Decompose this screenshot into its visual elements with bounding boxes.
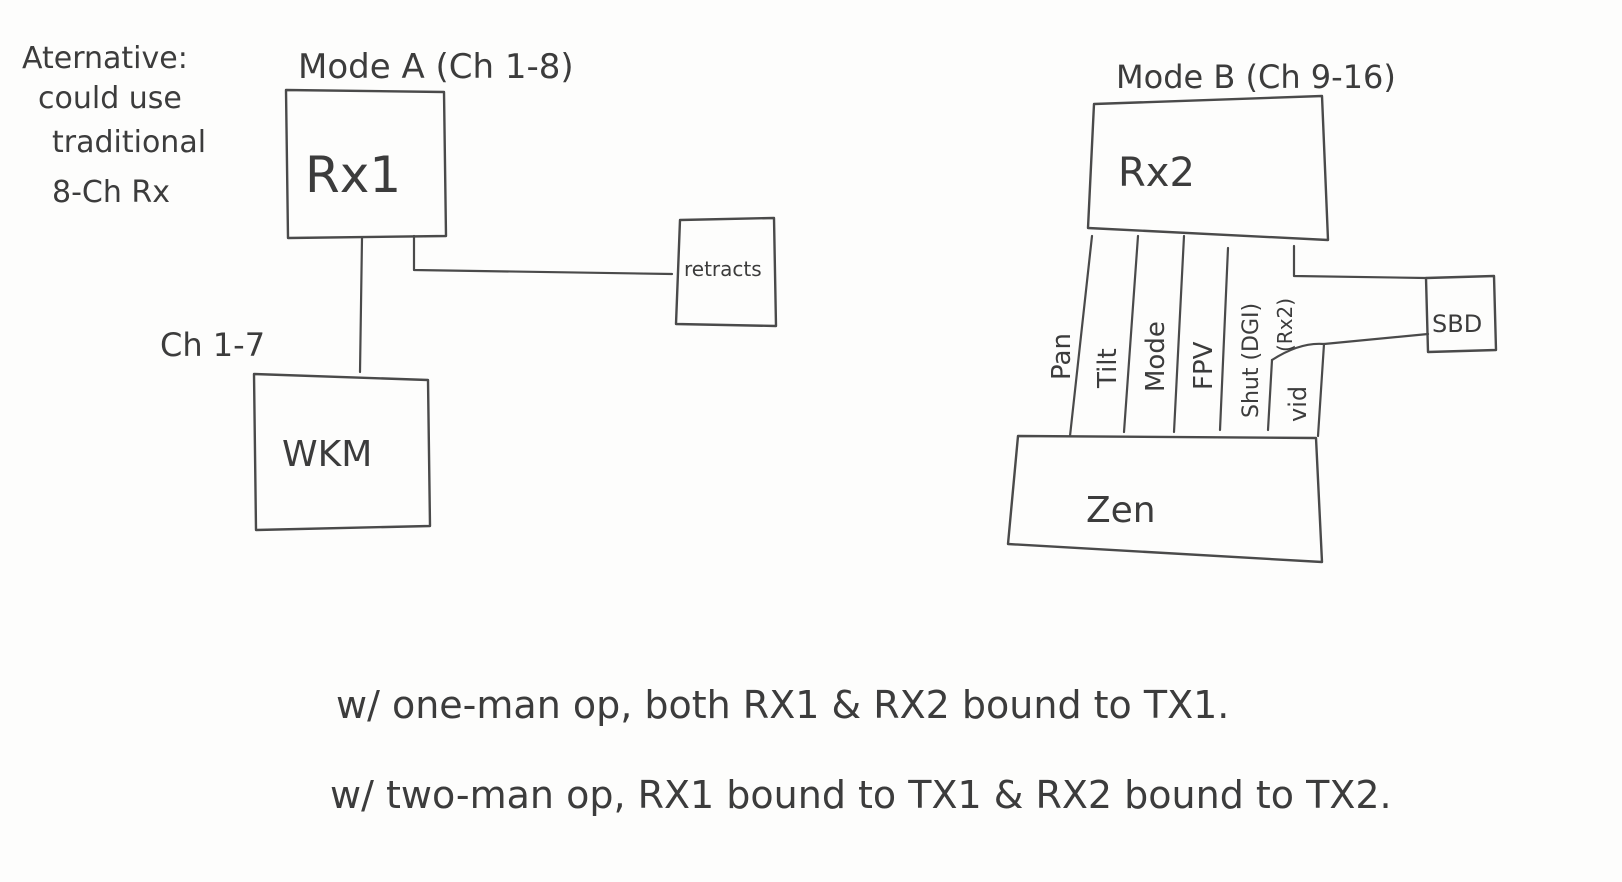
alternative-line-1: Aternative: (22, 41, 188, 76)
sbd-box (1424, 274, 1498, 354)
wire-1 (1068, 234, 1094, 438)
mode-a-title: Mode A (Ch 1-8) (298, 47, 574, 87)
rx1-label: Rx1 (305, 146, 401, 204)
wire-4 (1218, 246, 1230, 432)
alternative-line-3: traditional (52, 125, 206, 160)
wire-3 (1172, 234, 1186, 434)
wkm-box (252, 372, 432, 532)
rx1-to-retracts-wire (412, 234, 674, 276)
sbd-label: SBD (1432, 310, 1482, 338)
rx1-box (284, 88, 448, 240)
retracts-box (674, 216, 778, 328)
channel-shut-label: Shut (DGI) (1239, 303, 1264, 418)
mode-b-title: Mode B (Ch 9-16) (1116, 58, 1396, 96)
ch1-7-label: Ch 1-7 (160, 326, 265, 364)
alternative-line-2: could use (38, 81, 182, 116)
two-man-note: w/ two-man op, RX1 bound to TX1 & RX2 bo… (330, 773, 1392, 817)
alternative-line-4: 8-Ch Rx (52, 175, 170, 210)
channel-mode-label: Mode (1141, 321, 1171, 392)
one-man-note: w/ one-man op, both RX1 & RX2 bound to T… (336, 683, 1229, 727)
rx2-to-sbd-wire (1270, 244, 1430, 362)
channel-fpv-label: FPV (1189, 341, 1219, 390)
channel-rx2-label: (Rx2) (1273, 298, 1297, 352)
wire-5 (1266, 342, 1326, 438)
rx1-to-wkm-wire (358, 236, 364, 374)
channel-tilt-label: Tilt (1093, 348, 1123, 389)
channel-vid-label: vid (1284, 386, 1312, 422)
alternative-note: Aternative: could use traditional 8-Ch R… (22, 41, 206, 210)
channel-pan-label: Pan (1047, 333, 1077, 380)
wkm-label: WKM (282, 434, 372, 475)
wire-2 (1122, 234, 1140, 434)
zen-box (1006, 434, 1324, 564)
rx2-box (1086, 94, 1330, 242)
rx2-label: Rx2 (1118, 150, 1195, 196)
zen-label: Zen (1086, 490, 1156, 531)
retracts-label: retracts (684, 257, 762, 281)
